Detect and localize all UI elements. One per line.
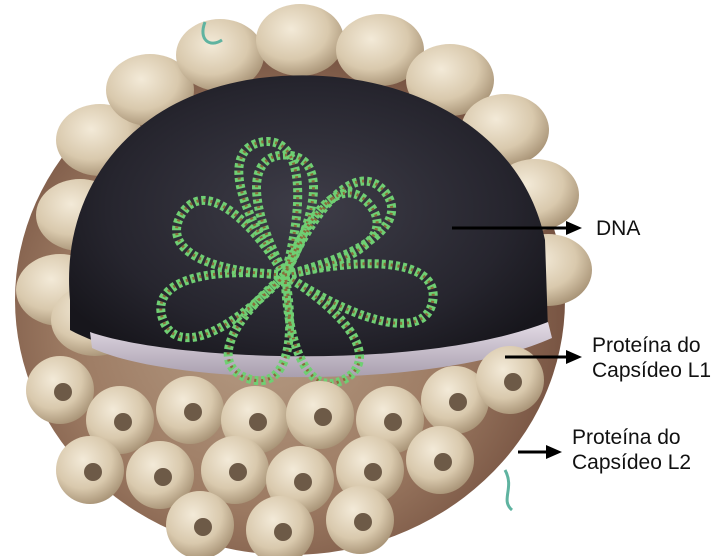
capsomer-pore	[194, 518, 212, 536]
l2-label-line2: Capsídeo L2	[572, 450, 691, 475]
capsomer-pore	[274, 523, 292, 541]
l1-label-line2: Capsídeo L1	[592, 358, 711, 383]
l2-strand-bottom	[505, 470, 512, 510]
capsomer-pore	[314, 408, 332, 426]
capsomer-pore	[354, 513, 372, 531]
capsomer-pore	[504, 373, 522, 391]
arrow-l2	[518, 445, 562, 459]
capsomer-pore	[84, 463, 102, 481]
dna-label-text: DNA	[596, 216, 640, 241]
dna-label: DNA	[596, 216, 640, 241]
capsomer-pore	[154, 468, 172, 486]
capsomer-pore	[449, 393, 467, 411]
rim-capsomer	[256, 4, 344, 76]
capsomer-pore	[54, 383, 72, 401]
capsomer-pore	[294, 473, 312, 491]
capsomer-pore	[434, 453, 452, 471]
l2-protein-label: Proteína do Capsídeo L2	[572, 425, 691, 475]
capsomer-pore	[364, 463, 382, 481]
capsomer-pore	[229, 463, 247, 481]
capsomer-pore	[114, 413, 132, 431]
l1-protein-label: Proteína do Capsídeo L1	[592, 333, 711, 383]
l2-label-line1: Proteína do	[572, 425, 691, 450]
l1-label-line1: Proteína do	[592, 333, 711, 358]
capsomer-pore	[384, 413, 402, 431]
capsomer-pore	[184, 403, 202, 421]
capsomer-pore	[249, 413, 267, 431]
